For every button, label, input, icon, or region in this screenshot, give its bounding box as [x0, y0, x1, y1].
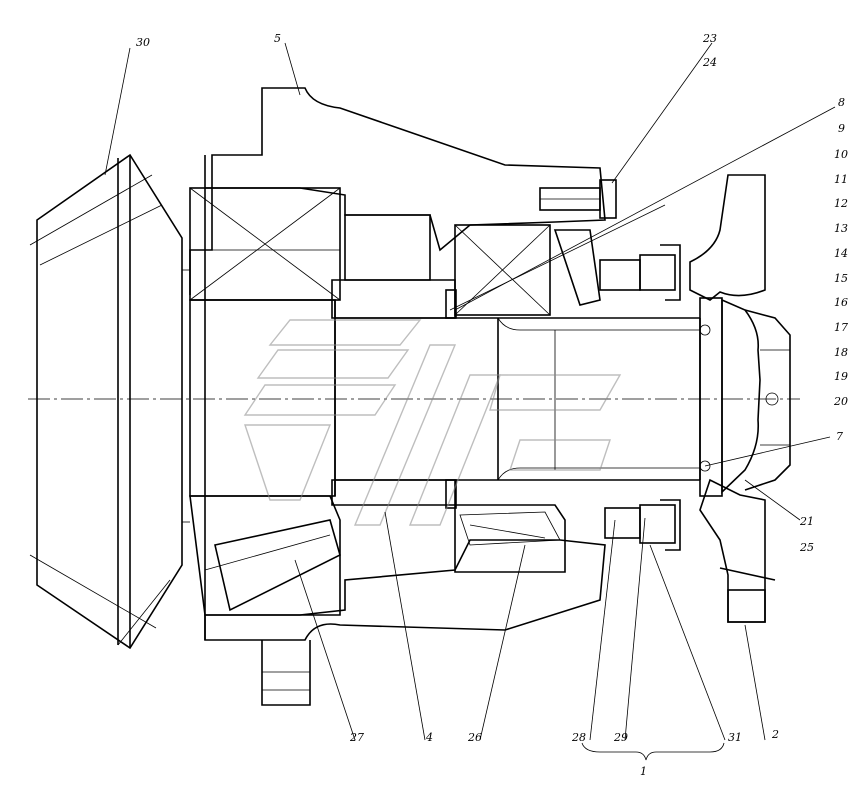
spacer-sleeve: [331, 214, 457, 509]
callout-7: 7: [836, 430, 843, 443]
callout-8: 8: [838, 96, 845, 109]
callout-20: 20: [833, 395, 848, 408]
callout-16: 16: [834, 296, 848, 309]
callout-15: 15: [834, 272, 848, 285]
callout-19: 19: [834, 370, 848, 383]
seal-upper: [553, 229, 681, 306]
callout-21: 21: [799, 515, 814, 528]
callout-24: 24: [702, 56, 717, 69]
callout-29: 29: [613, 731, 628, 744]
callout-labels: 30 5 23 24 8 9 10 11 12 13 14 15 16 17 1…: [136, 32, 848, 778]
callout-11: 11: [834, 173, 848, 186]
callout-10: 10: [834, 148, 848, 161]
callout-5: 5: [274, 32, 281, 45]
seal-lower: [604, 499, 681, 551]
callout-1: 1: [640, 765, 647, 778]
hub-housing: [189, 87, 606, 706]
callout-14: 14: [834, 247, 848, 260]
callout-9: 9: [838, 122, 845, 135]
axle-shaft: [189, 299, 701, 497]
callout-4: 4: [425, 731, 433, 744]
callout-25: 25: [799, 541, 814, 554]
callout-27: 27: [349, 731, 364, 744]
callout-18: 18: [834, 346, 848, 359]
tapered-bearing-lower-left: [189, 495, 341, 616]
inner-bearing-upper: [454, 224, 551, 316]
inner-bearing-lower: [454, 504, 566, 573]
callout-26: 26: [467, 731, 482, 744]
callout-23: 23: [702, 32, 717, 45]
brake-drum: [29, 153, 190, 650]
callout-12: 12: [834, 197, 848, 210]
bolt: [539, 179, 617, 219]
callout-17: 17: [834, 321, 848, 334]
callout-30: 30: [136, 36, 150, 49]
callout-13: 13: [834, 222, 848, 235]
callout-28: 28: [571, 731, 586, 744]
hub-nut: [699, 297, 791, 497]
leader-lines: [104, 42, 836, 761]
wheel-flange: [689, 174, 776, 623]
watermark-logo: [243, 319, 622, 526]
callout-31: 31: [728, 731, 742, 744]
callout-2: 2: [771, 728, 779, 741]
